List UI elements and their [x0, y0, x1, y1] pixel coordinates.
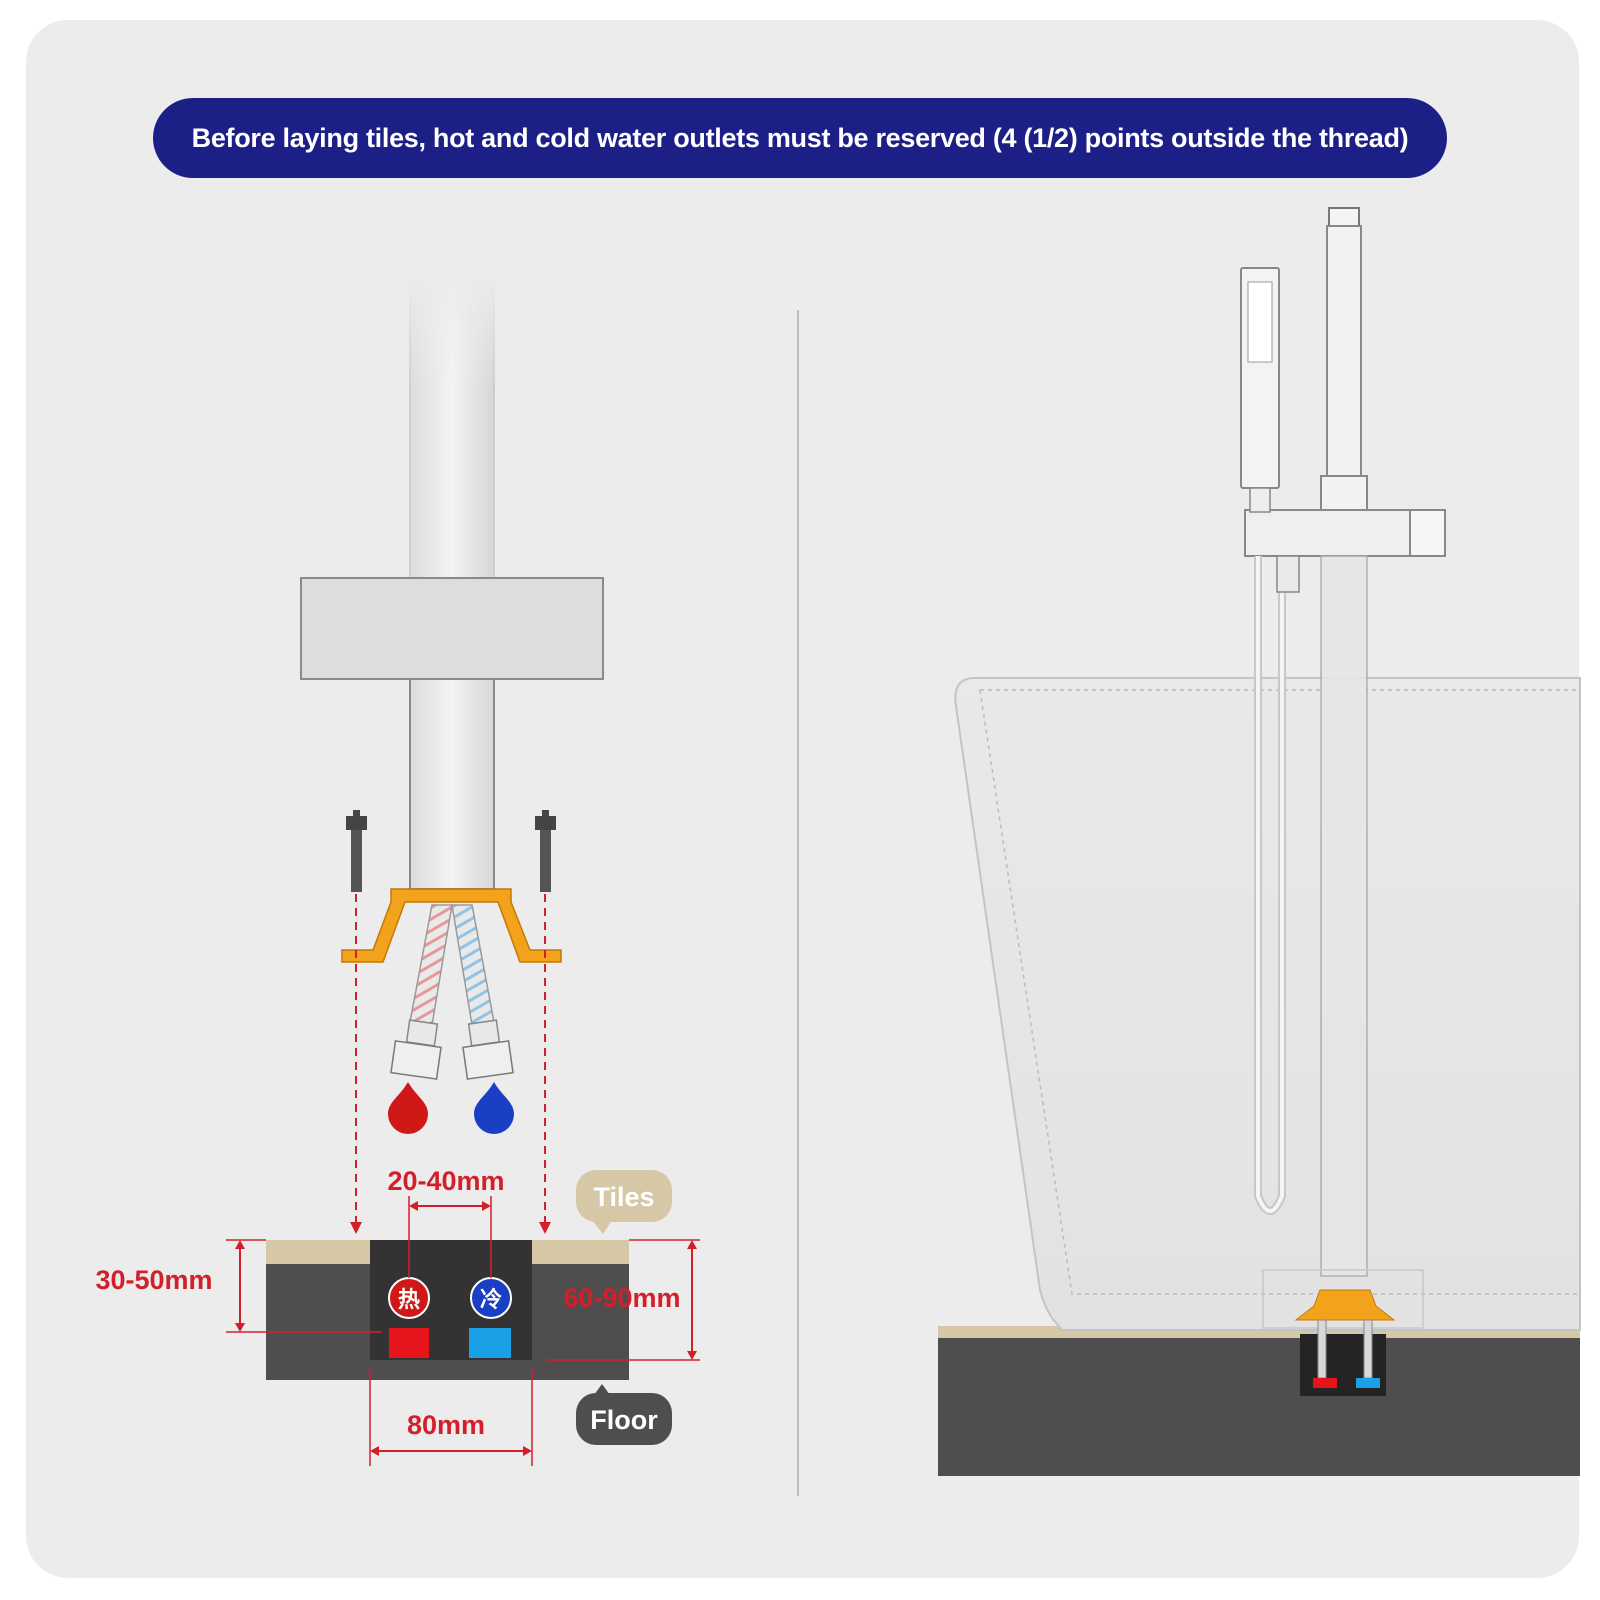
floor-callout: [576, 1384, 672, 1445]
guide-line-left: [350, 894, 362, 1234]
anchor-bolt-right: [535, 810, 556, 892]
total-depth-dimension: [545, 1239, 700, 1361]
total-depth-label: 60-90mm: [563, 1283, 680, 1313]
anchor-bolt-left: [346, 810, 367, 892]
mounting-base: [341, 888, 562, 963]
cold-water-drop-icon: [474, 1082, 514, 1134]
hot-outlet-block: [389, 1328, 429, 1358]
hot-water-drop-icon: [388, 1082, 428, 1134]
outlet-spacing-label: 20-40mm: [387, 1166, 504, 1196]
bathtub: [954, 677, 1581, 1331]
box-width-dimension: [369, 1370, 533, 1466]
guide-line-right: [539, 894, 551, 1234]
cold-outlet-block: [469, 1328, 511, 1358]
tile-depth-label: 30-50mm: [95, 1265, 212, 1295]
box-width-label: 80mm: [407, 1410, 485, 1440]
cold-water-hose: [451, 904, 514, 1080]
tiles-callout: [576, 1170, 672, 1234]
freestanding-faucet: [1240, 207, 1446, 1388]
faucet-column-exploded: [300, 270, 604, 890]
tile-depth-dimension: [226, 1239, 382, 1333]
hot-valve-label: 热: [398, 1287, 420, 1313]
cold-valve-label: 冷: [480, 1287, 502, 1313]
tiles-callout-label: Tiles: [593, 1182, 654, 1212]
floor-callout-label: Floor: [590, 1405, 658, 1435]
floor-slab: [938, 1326, 1580, 1476]
outlet-spacing-dimension: [408, 1196, 492, 1278]
instruction-banner: Before laying tiles, hot and cold water …: [153, 98, 1447, 178]
hot-water-hose: [390, 904, 453, 1080]
